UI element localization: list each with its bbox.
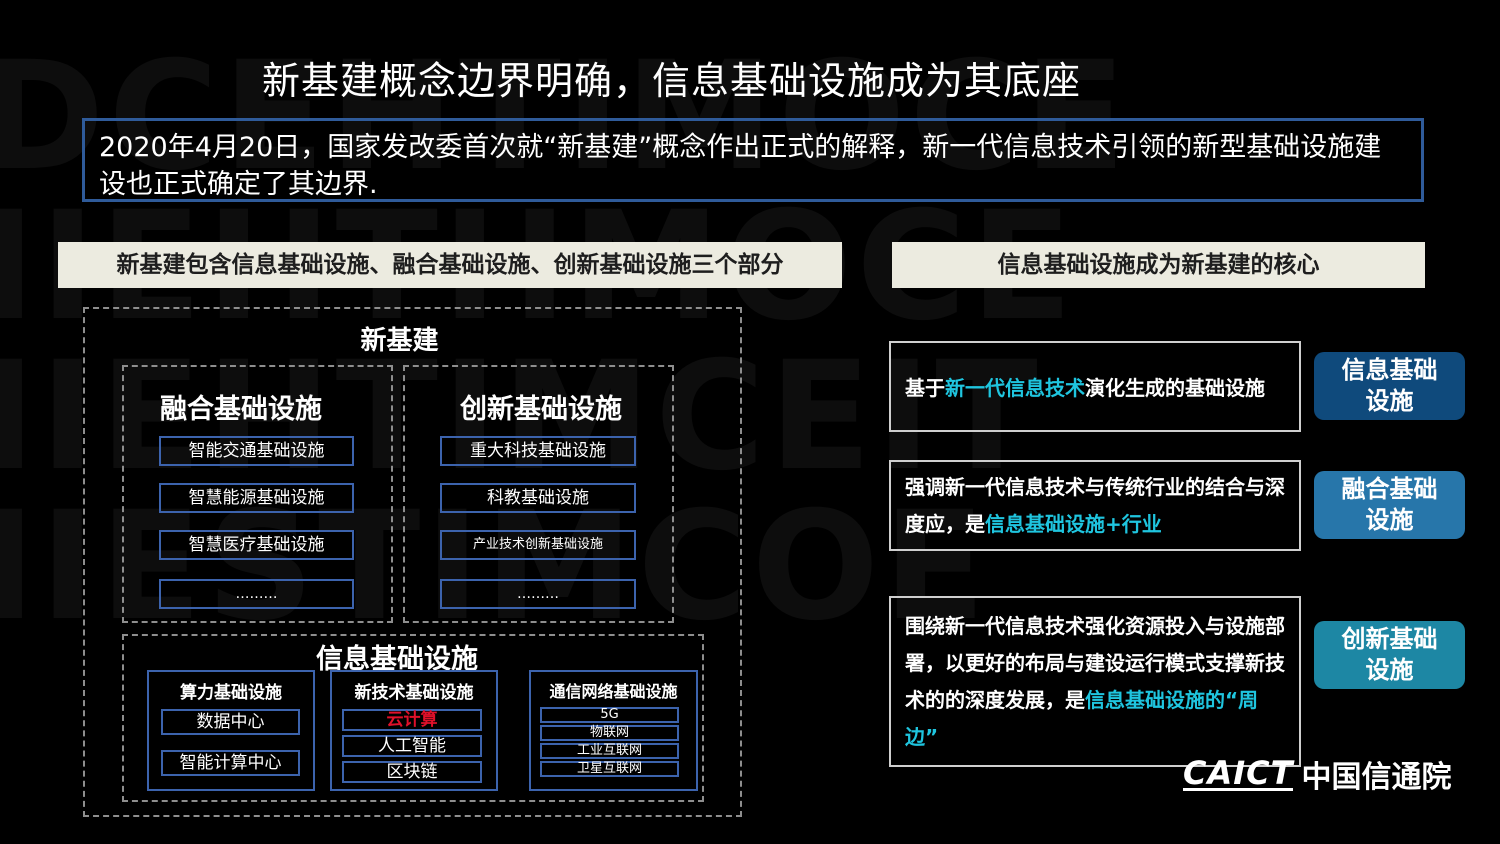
network-item: 5G: [540, 707, 679, 723]
newtech-infrastructure-box: [330, 670, 498, 791]
caict-logo-name: 中国信通院: [1301, 760, 1452, 795]
compute-item: 数据中心: [161, 709, 300, 735]
background-watermark: DCEHTIMOCE: [0, 30, 1131, 204]
network-infrastructure-title: 通信网络基础设施: [549, 682, 678, 701]
fusion-item: 智慧医疗基础设施: [159, 530, 354, 560]
background-watermark: IIEHTIMCEIT: [0, 330, 1042, 504]
innovation-item: ………: [440, 579, 636, 609]
right-section-header: 信息基础设施成为新基建的核心: [892, 242, 1425, 288]
network-item: 卫星互联网: [540, 761, 679, 777]
newtech-item-cloud: 云计算: [342, 709, 482, 731]
compute-infrastructure-box: [147, 670, 315, 791]
innovation-item: 科教基础设施: [440, 483, 636, 513]
innovation-infra-badge: 创新基础 设施: [1314, 621, 1465, 689]
fusion-infra-badge: 融合基础 设施: [1314, 471, 1465, 539]
innovation-item: 产业技术创新基础设施: [440, 530, 636, 560]
page-title: 新基建概念边界明确，信息基础设施成为其底座: [262, 59, 1082, 103]
fusion-item: ………: [159, 579, 354, 609]
fusion-infra-description: 强调新一代信息技术与传统行业的结合与深度应，是信息基础设施+行业: [889, 460, 1301, 551]
intro-box: 2020年4月20日，国家发改委首次就“新基建”概念作出正式的解释，新一代信息技…: [82, 118, 1424, 202]
innovation-infra-description: 围绕新一代信息技术强化资源投入与设施部署，以更好的布局与建设运行模式支撑新技术的…: [889, 596, 1301, 767]
innovation-item: 重大科技基础设施: [440, 436, 636, 466]
newtech-infrastructure-title: 新技术基础设施: [354, 683, 474, 703]
caict-logo: CAICT 中国信通院: [1183, 752, 1451, 796]
compute-item: 智能计算中心: [161, 750, 300, 776]
info-infrastructure-title: 信息基础设施: [316, 644, 478, 675]
left-section-header: 新基建包含信息基础设施、融合基础设施、创新基础设施三个部分: [58, 242, 842, 288]
new-infrastructure-frame: [83, 307, 742, 817]
info-infra-badge: 信息基础 设施: [1314, 352, 1465, 420]
caict-logo-mark: CAICT: [1183, 753, 1294, 792]
network-infrastructure-box: [529, 670, 698, 791]
fusion-item: 智能交通基础设施: [159, 436, 354, 466]
info-infrastructure-frame: [122, 634, 704, 802]
compute-infrastructure-title: 算力基础设施: [180, 683, 282, 703]
fusion-infrastructure-title: 融合基础设施: [160, 394, 322, 425]
fusion-infrastructure-frame: [122, 365, 393, 623]
newtech-item: 人工智能: [342, 735, 482, 757]
new-infrastructure-label: 新基建: [360, 326, 439, 356]
innovation-infrastructure-title: 创新基础设施: [460, 394, 622, 425]
network-item: 物联网: [540, 725, 679, 741]
fusion-item: 智慧能源基础设施: [159, 483, 354, 513]
newtech-item: 区块链: [342, 761, 482, 783]
info-infra-description: 基于新一代信息技术演化生成的基础设施: [889, 341, 1301, 432]
network-item: 工业互联网: [540, 743, 679, 759]
innovation-infrastructure-frame: [403, 365, 674, 623]
background-watermark: IIESTIMCOE: [0, 480, 990, 654]
